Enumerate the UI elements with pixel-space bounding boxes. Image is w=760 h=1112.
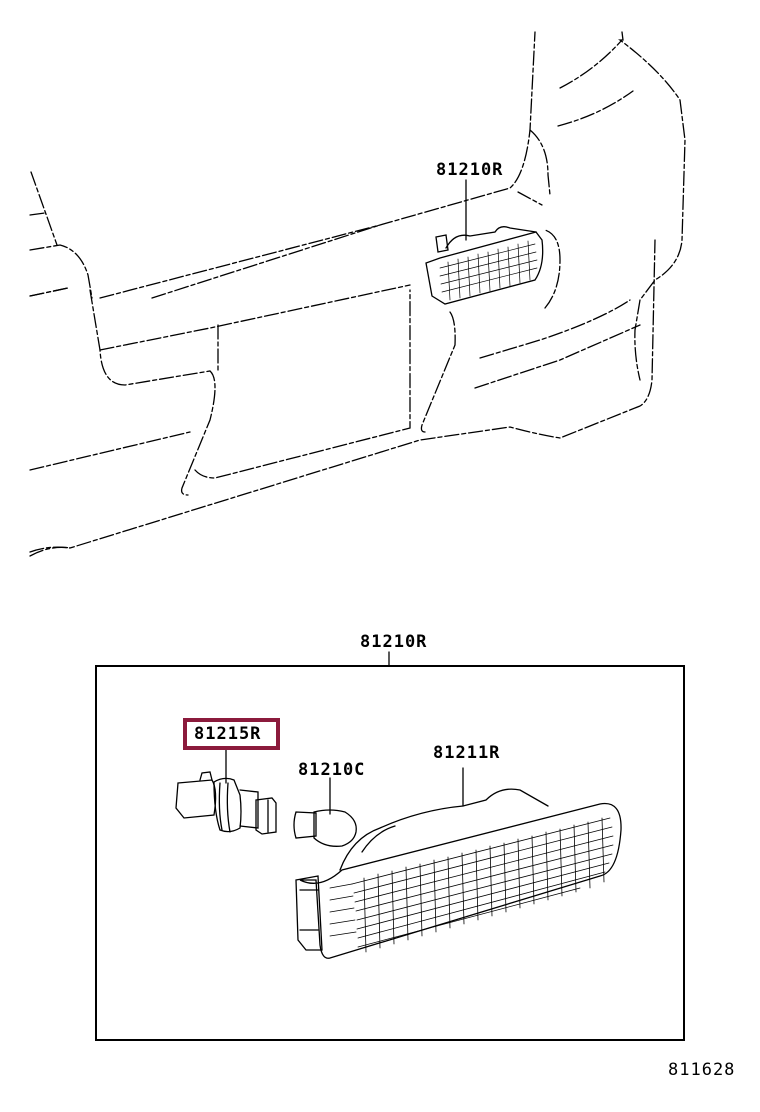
installed-lamp-drawing: [425, 226, 544, 305]
highlighted-part-box[interactable]: [183, 718, 280, 750]
assembly-part-label[interactable]: 81210R: [360, 632, 428, 652]
illustration-number: 811628: [668, 1060, 736, 1080]
bumper-outline: [29, 31, 686, 557]
detail-view-frame: [95, 665, 685, 1041]
bulb-drawing: [293, 777, 357, 847]
socket-drawing: [175, 749, 277, 835]
overview-part-label[interactable]: 81210R: [436, 160, 504, 180]
part-label-socket[interactable]: 81215R: [194, 724, 262, 744]
part-label-lens[interactable]: 81211R: [433, 743, 501, 763]
lens-drawing: [295, 767, 622, 959]
part-label-bulb[interactable]: 81210C: [298, 760, 366, 780]
